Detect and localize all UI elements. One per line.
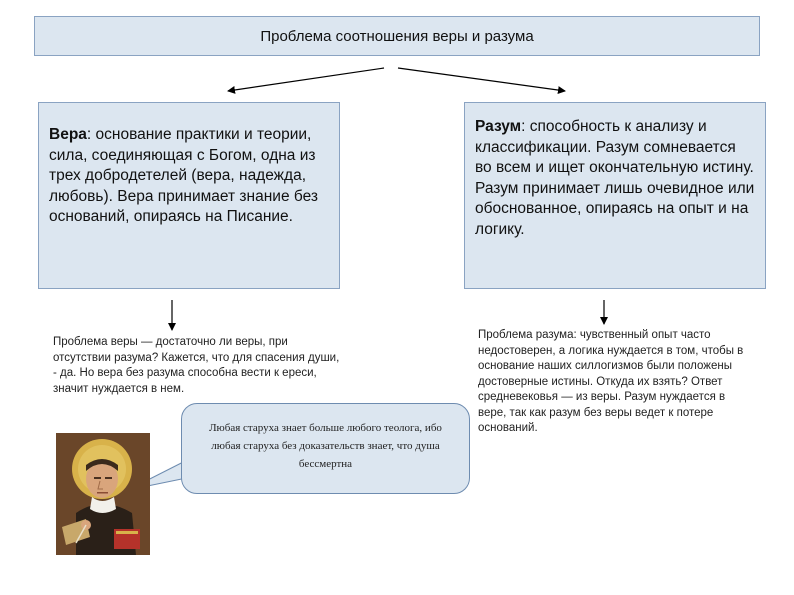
diagram-title: Проблема соотношения веры и разума: [260, 27, 534, 45]
title-box: Проблема соотношения веры и разума: [34, 16, 760, 56]
faith-term: Вера: [49, 126, 87, 143]
quote-text: Любая старуха знает больше любого теолог…: [209, 422, 442, 470]
reason-problem: Проблема разума: чувственный опыт часто …: [478, 329, 744, 434]
faith-definition: : основание практики и теории, сила, сое…: [49, 126, 318, 225]
reason-text: Разум: способность к анализу и классифик…: [475, 117, 755, 240]
quote-bubble: Любая старуха знает больше любого теолог…: [181, 403, 470, 494]
reason-term: Разум: [475, 118, 522, 135]
reason-definition: : способность к анализу и классификации.…: [475, 118, 755, 238]
arrow-to-faith: [227, 67, 385, 94]
reason-box: Разум: способность к анализу и классифик…: [464, 102, 766, 289]
arrow-to-reason: [397, 67, 566, 95]
portrait-image: [56, 433, 150, 555]
faith-text: Вера: основание практики и теории, сила,…: [49, 125, 329, 228]
faith-box: Вера: основание практики и теории, сила,…: [38, 102, 340, 289]
faith-problem: Проблема веры — достаточно ли веры, при …: [53, 336, 340, 395]
